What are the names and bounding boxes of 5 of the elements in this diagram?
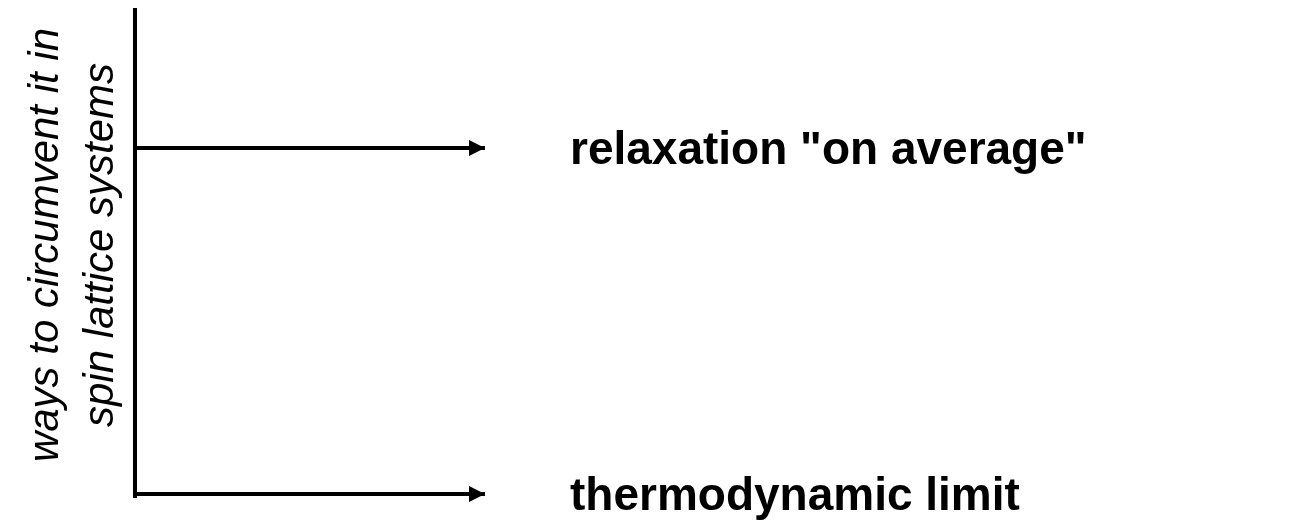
result-label: thermodynamic limit [485, 468, 1285, 520]
result-label: relaxation "on average" [485, 110, 1285, 186]
arrow [137, 140, 485, 156]
arrow [137, 486, 485, 502]
vertical-label: ways to circumvent it in spin lattice systems [18, 26, 123, 465]
